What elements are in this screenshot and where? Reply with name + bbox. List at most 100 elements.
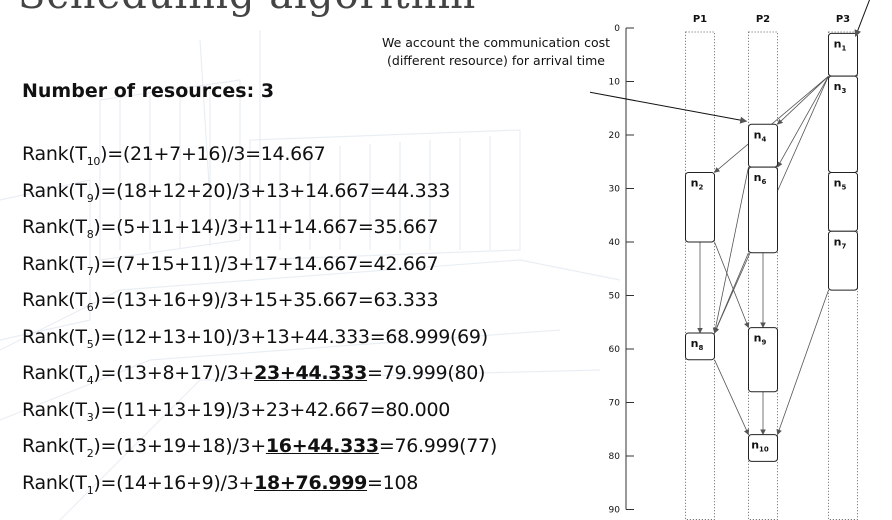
task-label-base: n <box>691 176 699 189</box>
rank-formula: )=(21+7+16)/3=14.667 <box>100 143 326 165</box>
task-label-sub: 9 <box>761 339 766 347</box>
rank-task-index: 5 <box>86 337 94 351</box>
task-label-base: n <box>834 235 842 248</box>
task-box <box>828 230 858 291</box>
rank-task-index: 6 <box>86 300 94 314</box>
time-tick-label: 30 <box>609 185 621 195</box>
task-label-base: n <box>751 439 759 452</box>
rank-highlighted-term: 16+44.333 <box>265 435 379 457</box>
task-box <box>748 166 778 254</box>
task-label-sub: 1 <box>841 44 846 52</box>
processor-label: P3 <box>836 14 850 25</box>
time-tick-label: 80 <box>609 452 621 462</box>
time-tick-label: 10 <box>609 78 621 88</box>
time-tick-label: 60 <box>609 345 621 355</box>
task-label-base: n <box>834 37 842 50</box>
rank-formula: )=(18+12+20)/3+13+14.667=44.333 <box>93 179 451 202</box>
time-tick-label: 50 <box>609 292 621 302</box>
task-label: n5 <box>834 176 847 191</box>
time-tick-label: 90 <box>609 506 621 516</box>
task-label-base: n <box>754 128 762 141</box>
dependency-arrow <box>714 241 750 329</box>
rank-prefix: Rank(T <box>22 216 87 238</box>
dependency-arrow <box>777 75 829 168</box>
rank-task-index: 10 <box>86 154 101 168</box>
time-tick-label: 70 <box>609 399 621 409</box>
rank-item: Rank(T7)=(7+15+11)/3+17+14.667=42.667 <box>22 250 497 287</box>
rank-prefix: Rank(T <box>22 252 87 275</box>
task-label-sub: 6 <box>761 178 766 186</box>
rank-formula: )=(13+19+18)/3+ <box>93 435 266 457</box>
rank-item: Rank(T9)=(18+12+20)/3+13+14.667=44.333 <box>22 177 497 214</box>
task-label-sub: 5 <box>841 183 846 191</box>
task-label: n3 <box>834 80 847 95</box>
rank-formula: )=(13+8+17)/3+ <box>93 362 255 384</box>
rank-prefix: Rank(T <box>22 143 87 165</box>
rank-prefix: Rank(T <box>22 435 87 457</box>
rank-item: Rank(T8)=(5+11+14)/3+11+14.667=35.667 <box>22 213 497 250</box>
rank-task-index: 4 <box>86 373 94 387</box>
rank-formula: )=(11+13+19)/3+23+42.667=80.000 <box>93 398 451 421</box>
resources-count-label: Number of resources: 3 <box>22 80 275 102</box>
rank-prefix: Rank(T <box>22 362 87 384</box>
rank-result: =79.999(80) <box>367 362 486 384</box>
rank-task-index: 9 <box>86 191 94 205</box>
task-label-base: n <box>691 337 699 350</box>
rank-prefix: Rank(T <box>22 398 87 421</box>
task-label: n10 <box>751 439 769 454</box>
task-label-sub: 10 <box>759 446 769 454</box>
task-box <box>685 332 715 361</box>
rank-prefix: Rank(T <box>22 179 87 202</box>
rank-task-index: 8 <box>86 227 94 241</box>
task-label-sub: 7 <box>841 242 846 250</box>
slide-title-fragment: Scheduling algorithm <box>18 0 476 18</box>
rank-item: Rank(T1)=(14+16+9)/3+18+76.999=108 <box>22 469 497 506</box>
rank-formula: )=(7+15+11)/3+17+14.667=42.667 <box>93 252 439 275</box>
dependency-arrow <box>777 75 829 125</box>
dependency-arrow <box>712 167 749 334</box>
task-label: n6 <box>754 171 767 186</box>
task-box <box>748 327 778 393</box>
task-label-base: n <box>754 171 762 184</box>
rank-task-index: 2 <box>86 446 94 460</box>
rank-item: Rank(T6)=(13+16+9)/3+15+35.667=63.333 <box>22 286 497 323</box>
task-label-sub: 2 <box>698 183 703 191</box>
rank-item: Rank(T10)=(21+7+16)/3=14.667 <box>22 140 497 177</box>
rank-prefix: Rank(T <box>22 289 87 311</box>
rank-task-index: 7 <box>86 264 94 278</box>
rank-item: Rank(T3)=(11+13+19)/3+23+42.667=80.000 <box>22 396 497 433</box>
rank-item: Rank(T5)=(12+13+10)/3+13+44.333=68.999(6… <box>22 323 497 360</box>
rank-item: Rank(T2)=(13+19+18)/3+16+44.333=76.999(7… <box>22 432 497 469</box>
task-label-sub: 3 <box>841 87 846 95</box>
rank-formula: )=(14+16+9)/3+ <box>93 471 255 494</box>
task-box <box>685 171 715 243</box>
task-label: n2 <box>691 176 704 191</box>
rank-task-index: 3 <box>86 410 94 424</box>
task-label: n8 <box>691 337 704 352</box>
rank-prefix: Rank(T <box>22 471 87 494</box>
task-label: n7 <box>834 235 847 250</box>
task-label-sub: 8 <box>698 344 703 352</box>
annotation-pointer <box>590 91 748 124</box>
time-tick-label: 0 <box>614 24 620 34</box>
rank-formula: )=(5+11+14)/3+11+14.667=35.667 <box>93 216 439 238</box>
task-label: n1 <box>834 37 847 52</box>
task-label: n4 <box>754 128 767 143</box>
rank-task-index: 1 <box>86 483 94 497</box>
time-tick-label: 40 <box>609 238 621 248</box>
dependency-arrow <box>714 359 749 436</box>
task-label-base: n <box>834 176 842 189</box>
rank-item: Rank(T4)=(13+8+17)/3+23+44.333=79.999(80… <box>22 359 497 396</box>
task-label-sub: 4 <box>761 135 766 143</box>
rank-highlighted-term: 18+76.999 <box>254 471 368 494</box>
rank-prefix: Rank(T <box>22 325 87 348</box>
communication-note: We account the communication cost (diffe… <box>381 35 611 68</box>
annotation-pointer <box>854 0 870 38</box>
dependency-arrow <box>713 252 749 334</box>
task-box <box>748 434 778 462</box>
task-label: n9 <box>754 332 767 347</box>
task-label-base: n <box>834 80 842 93</box>
